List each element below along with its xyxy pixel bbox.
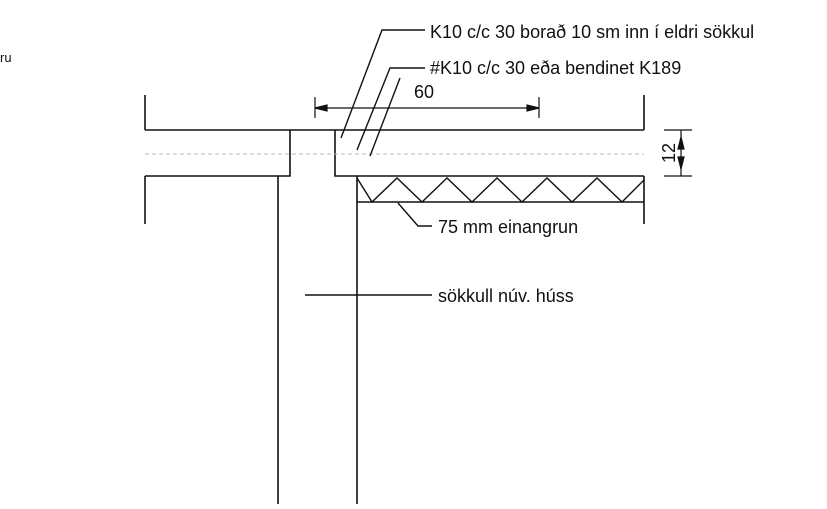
- rebar-lines: [340, 29, 425, 157]
- insulation-leader: [397, 202, 432, 227]
- structure-lines: [144, 95, 645, 504]
- old-slab-edge: [145, 130, 291, 177]
- label-rebar-mesh: #K10 c/c 30 eða bendinet K189: [430, 58, 681, 78]
- label-insulation: 75 mm einangrun: [438, 217, 578, 237]
- rebar-mesh-bar: [369, 77, 401, 157]
- edge-text-fragment: ru: [0, 50, 12, 65]
- dim12-arrow-top: [677, 136, 685, 150]
- label-foundation: sökkull núv. húss: [438, 286, 574, 306]
- label-rebar-drilled: K10 c/c 30 borað 10 sm inn í eldri sökku…: [430, 22, 754, 42]
- dim12-arrow-bottom: [677, 156, 685, 170]
- dimension-thickness: [664, 129, 692, 177]
- dim-arrow-right: [526, 104, 540, 112]
- new-slab-bottom-line: [334, 130, 644, 177]
- rebar-drilled-leader: [340, 29, 425, 139]
- dim-arrow-left: [314, 104, 328, 112]
- dimension-thickness-value: 12: [659, 143, 679, 163]
- insulation-hatch: [356, 177, 645, 204]
- dimension-width-value: 60: [414, 82, 434, 102]
- dimension-width: [314, 97, 540, 118]
- rebar-mesh-leader: [356, 67, 425, 151]
